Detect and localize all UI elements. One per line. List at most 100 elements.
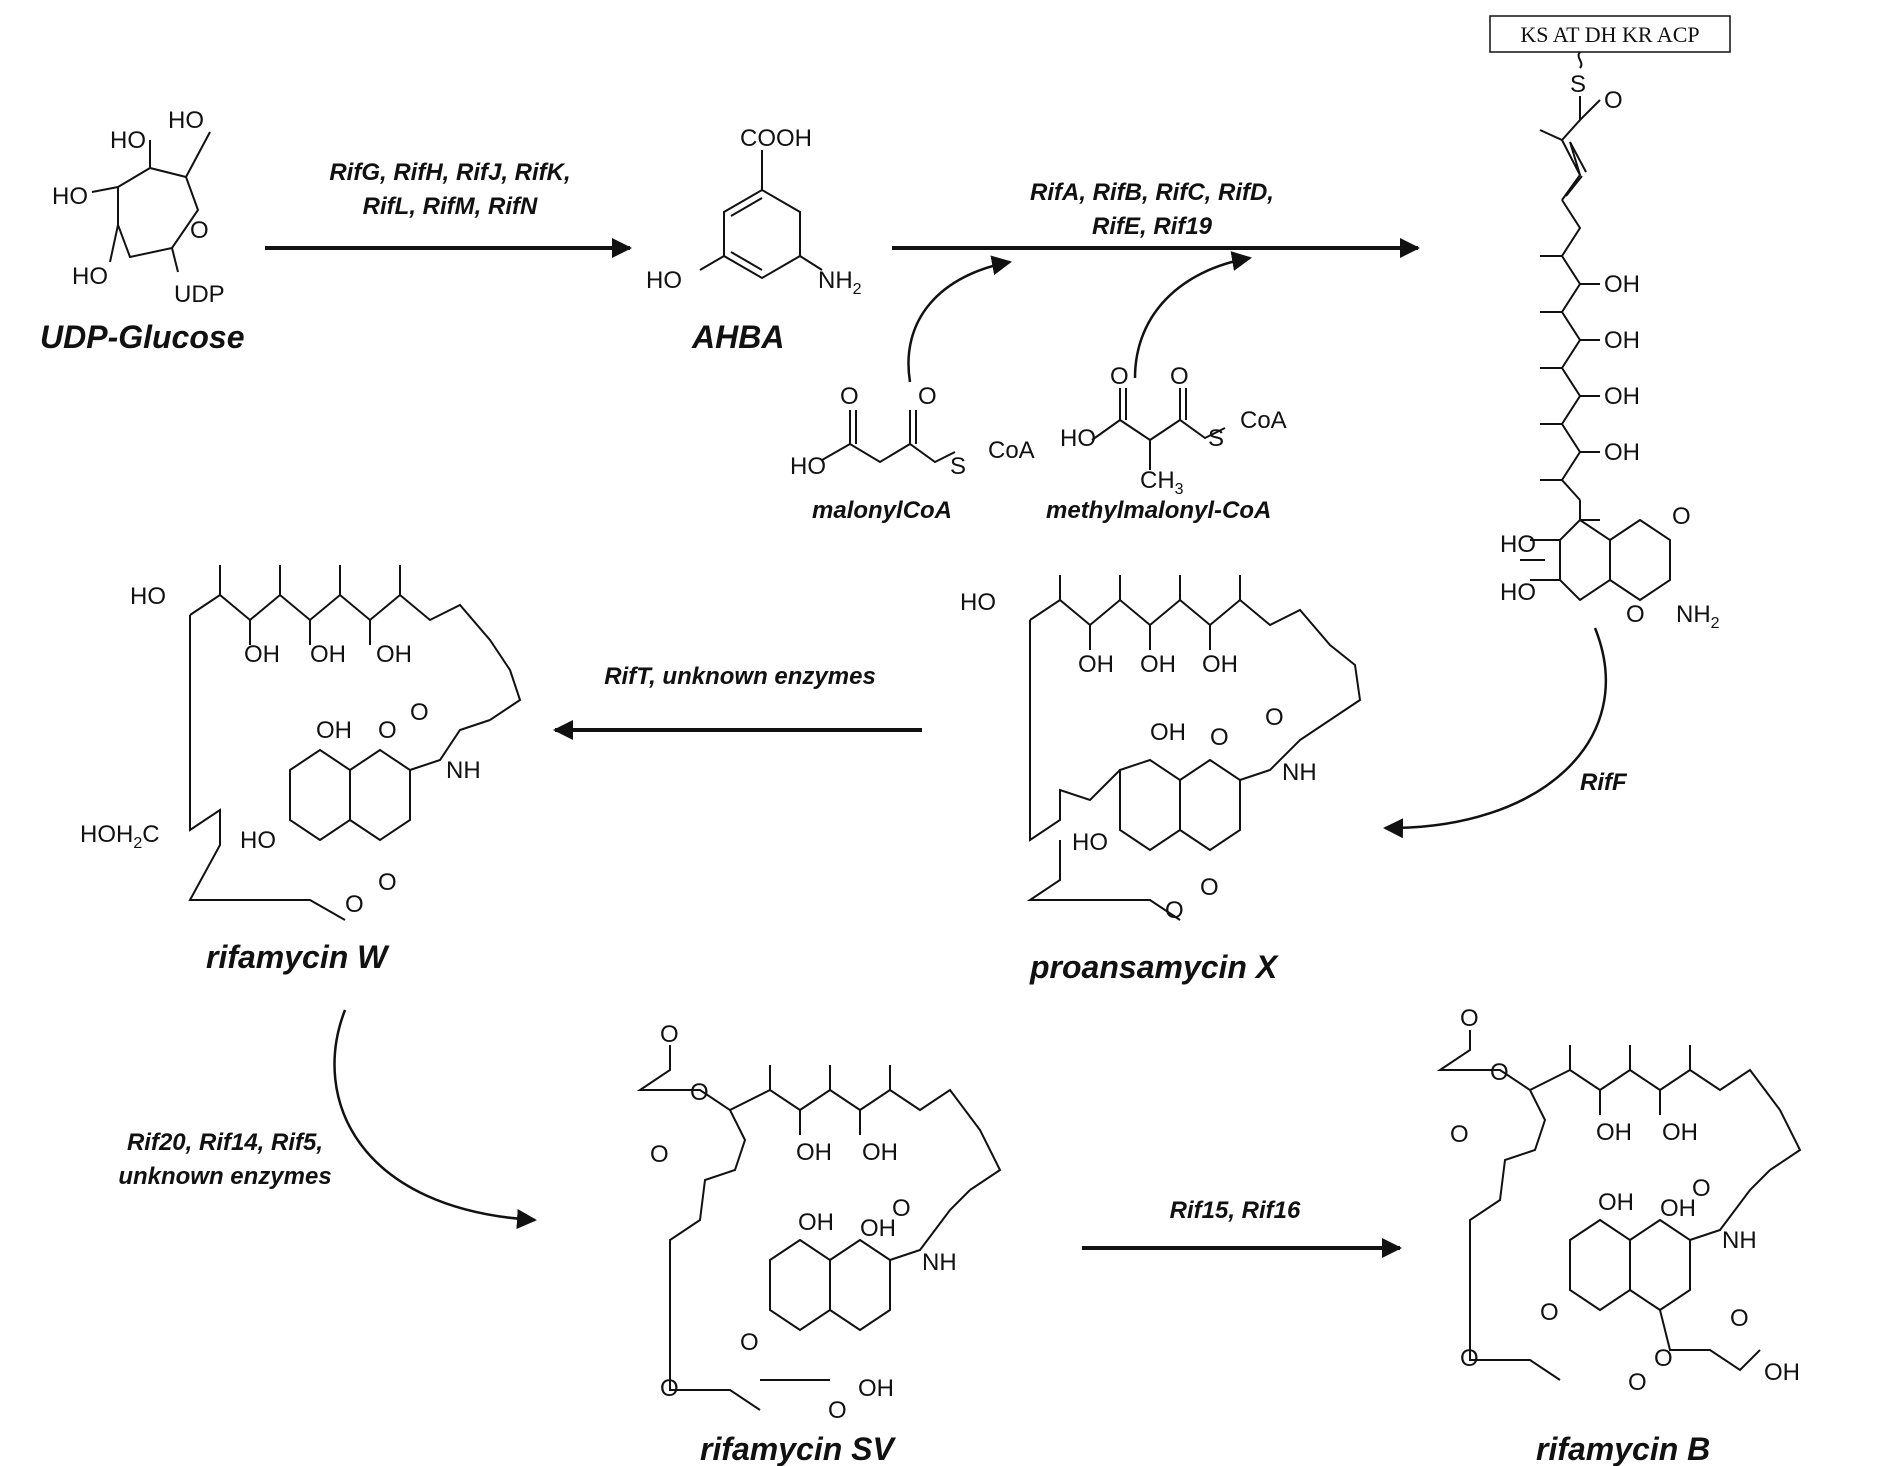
atom-ho: HO <box>130 583 166 610</box>
atom-nh2: NH2 <box>1676 601 1720 632</box>
atom-nh: NH <box>1722 1227 1757 1254</box>
rifamycin-b-structure: O O OH OH O OH OH O NH O O O O OH O <box>1436 1005 1802 1396</box>
atom-o: O <box>1110 363 1129 390</box>
atom-o: O <box>1672 503 1691 530</box>
atom-o: O <box>1450 1121 1469 1148</box>
pks-domain-box <box>1489 15 1731 53</box>
atom-oh: OH <box>1604 327 1640 354</box>
atom-oh: OH <box>316 717 352 744</box>
atom-s: S <box>1208 425 1224 452</box>
atom-ho: HO <box>52 183 88 210</box>
atom-o: O <box>1265 704 1284 731</box>
atom-oh: OH <box>1140 651 1176 678</box>
atom-oh: OH <box>1150 719 1186 746</box>
atom-o: O <box>828 1397 847 1424</box>
atom-oh: OH <box>1598 1189 1634 1216</box>
atom-oh: OH <box>1662 1119 1698 1146</box>
atom-o: O <box>410 699 429 726</box>
atom-o: O <box>918 383 937 410</box>
atom-o: O <box>892 1195 911 1222</box>
atom-o: O <box>1460 1345 1479 1372</box>
atom-nh: NH <box>922 1249 957 1276</box>
enzymes-step4: RifT, unknown enzymes <box>604 663 876 690</box>
compound-malonyl-coa: malonylCoA <box>812 497 952 524</box>
atom-ho: HO <box>1500 531 1536 558</box>
compound-ahba: AHBA <box>691 319 784 355</box>
atom-ho: HO <box>960 589 996 616</box>
methylmalonyl-coa-structure: O O HO S CoA CH3 <box>1060 363 1287 498</box>
enzymes-step2-line2: RifE, Rif19 <box>1092 213 1213 240</box>
methylmalonyl-feed-arrow <box>1133 251 1252 379</box>
atom-oh: OH <box>244 641 280 668</box>
atom-o: O <box>345 891 364 918</box>
atom-udp: UDP <box>174 281 225 308</box>
enzymes-step1-line1: RifG, RifH, RifJ, RifK, <box>329 159 570 186</box>
atom-o: O <box>1730 1305 1749 1332</box>
atom-o: O <box>1654 1345 1673 1372</box>
enzymes-step5-line1: Rif20, Rif14, Rif5, <box>127 1129 323 1156</box>
atom-oh: OH <box>1604 383 1640 410</box>
compound-rifamycin-b: rifamycin B <box>1536 1431 1710 1466</box>
atom-nh: NH <box>446 757 481 784</box>
atom-ho: HO <box>168 107 204 134</box>
atom-ho: HO <box>1500 579 1536 606</box>
atom-o: O <box>1200 874 1219 901</box>
compound-methylmalonyl-coa: methylmalonyl-CoA <box>1046 497 1271 524</box>
atom-o: O <box>1170 363 1189 390</box>
proansamycin-x-structure: HO OH OH OH OH O O NH HO O O <box>960 575 1362 924</box>
atom-oh: OH <box>1202 651 1238 678</box>
rifamycin-sv-structure: O O OH OH O OH OH O NH O O OH O <box>636 1021 1002 1424</box>
compound-udp-glucose: UDP-Glucose <box>40 319 244 355</box>
malonyl-feed-arrow <box>907 255 1012 383</box>
ahba-structure: COOH HO NH2 <box>646 125 862 298</box>
atom-o: O <box>1604 87 1623 114</box>
atom-ho: HO <box>1060 425 1096 452</box>
atom-coa: CoA <box>988 437 1035 464</box>
atom-o: O <box>840 383 859 410</box>
atom-ho: HO <box>72 263 108 290</box>
atom-o: O <box>740 1329 759 1356</box>
enzymes-step5-line2: unknown enzymes <box>118 1163 331 1190</box>
atom-o: O <box>1692 1175 1711 1202</box>
compound-proansamycin-x: proansamycin X <box>1029 949 1279 985</box>
compound-rifamycin-sv: rifamycin SV <box>700 1431 897 1466</box>
atom-ho: HO <box>110 127 146 154</box>
atom-oh: OH <box>1604 271 1640 298</box>
atom-ho: HO <box>790 453 826 480</box>
atom-cooh: COOH <box>740 125 812 152</box>
atom-o: O <box>1628 1369 1647 1396</box>
atom-ho: HO <box>1072 829 1108 856</box>
atom-o: O <box>1626 601 1645 628</box>
atom-oh: OH <box>862 1139 898 1166</box>
enzymes-step6: Rif15, Rif16 <box>1170 1197 1301 1224</box>
atom-oh: OH <box>858 1375 894 1402</box>
pks-intermediate-structure: S O OH OH OH OH HO HO O O NH2 <box>1500 51 1720 632</box>
reaction-arrow-5 <box>333 1009 537 1229</box>
atom-oh: OH <box>1764 1359 1800 1386</box>
malonyl-coa-structure: O O HO S CoA <box>790 383 1035 480</box>
atom-oh: OH <box>1078 651 1114 678</box>
atom-ho: HO <box>240 827 276 854</box>
enzymes-step3: RifF <box>1580 769 1628 796</box>
riff-arrow <box>1383 627 1607 839</box>
atom-ho: HO <box>646 267 682 294</box>
atom-o: O <box>1165 897 1184 924</box>
atom-hoh2c: HOH2C <box>80 821 160 852</box>
compound-rifamycin-w: rifamycin W <box>206 939 390 975</box>
atom-s: S <box>950 453 966 480</box>
atom-oh: OH <box>860 1215 896 1242</box>
atom-ch3: CH3 <box>1140 467 1184 498</box>
atom-coa: CoA <box>1240 407 1287 434</box>
atom-o: O <box>650 1141 669 1168</box>
atom-o: O <box>660 1021 679 1048</box>
atom-oh: OH <box>798 1209 834 1236</box>
enzymes-step2-line1: RifA, RifB, RifC, RifD, <box>1030 179 1274 206</box>
atom-o: O <box>378 869 397 896</box>
rifamycin-w-structure: HO OH OH OH OH O O NH HOH2C HO O O <box>80 565 522 921</box>
atom-o: O <box>1210 724 1229 751</box>
atom-oh: OH <box>1596 1119 1632 1146</box>
atom-o: O <box>1540 1299 1559 1326</box>
udp-glucose-structure: HO HO HO O HO UDP <box>52 107 225 308</box>
pks-domains: KS AT DH KR ACP <box>1520 22 1699 47</box>
